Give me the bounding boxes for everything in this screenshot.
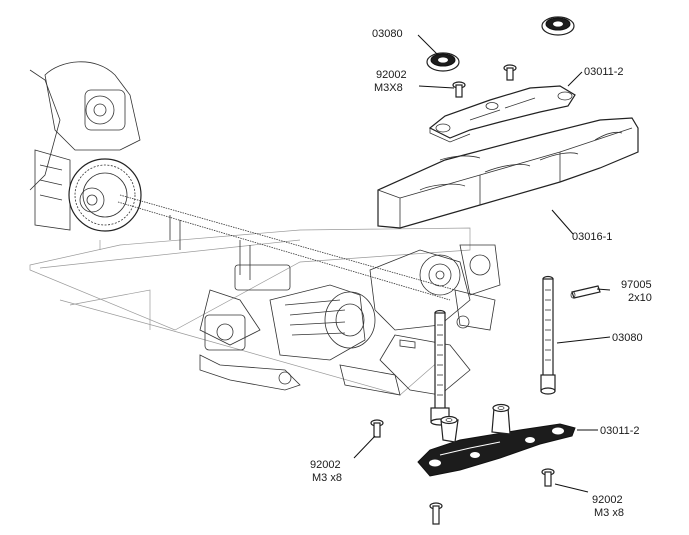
callout-03011-2-lower: 03011-2 bbox=[600, 425, 640, 437]
callout-92002-right: 92002 bbox=[592, 494, 623, 506]
top-body-mount-washers bbox=[426, 16, 575, 72]
callout-92002-top: 92002 bbox=[376, 69, 407, 81]
lower-bumper-plate bbox=[417, 403, 576, 477]
callout-03080-standoff: 03080 bbox=[612, 332, 643, 344]
pin bbox=[570, 285, 601, 299]
top-bumper-plate bbox=[428, 85, 576, 143]
standoff-left bbox=[430, 309, 450, 426]
callout-92002-top-size: M3X8 bbox=[374, 82, 403, 94]
callout-03080-top: 03080 bbox=[372, 28, 403, 40]
standoff-right bbox=[540, 275, 556, 395]
leader-lines bbox=[353, 34, 611, 493]
callout-92002-left-size: M3 x8 bbox=[312, 472, 342, 484]
lower-screws bbox=[370, 419, 555, 525]
callout-03011-2-top: 03011-2 bbox=[584, 66, 624, 78]
callout-03016-1: 03016-1 bbox=[572, 231, 612, 243]
top-screws bbox=[452, 64, 517, 98]
chassis-assembly bbox=[29, 61, 501, 396]
callout-97005: 97005 bbox=[621, 279, 652, 291]
callout-92002-right-size: M3 x8 bbox=[594, 507, 624, 519]
foam-bumper bbox=[377, 117, 639, 229]
callout-92002-left: 92002 bbox=[310, 459, 341, 471]
callout-97005-size: 2x10 bbox=[628, 292, 652, 304]
